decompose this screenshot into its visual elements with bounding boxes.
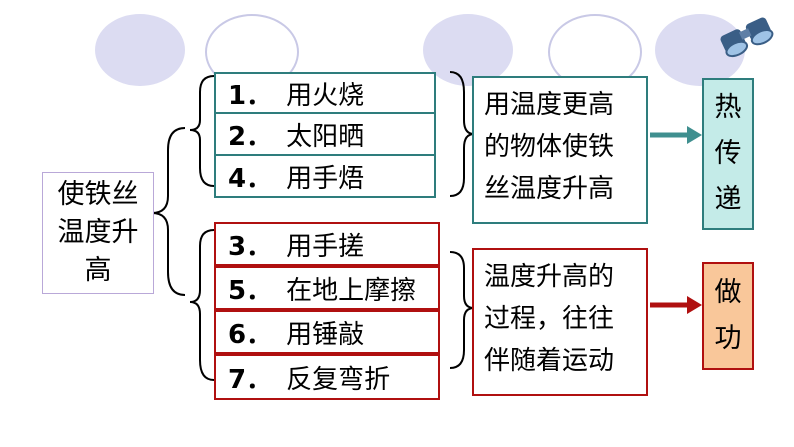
item-text: 用火烧 (286, 80, 365, 111)
heat-item-1: 1． 用火烧 (214, 72, 436, 114)
item-text: 在地上摩擦 (286, 275, 417, 306)
heat-description-box: 用温度更高 的物体使铁 丝温度升高 (472, 76, 648, 224)
heat-result-char-1: 热 (714, 92, 742, 123)
item-text: 太阳晒 (286, 121, 365, 152)
heat-arrowhead (687, 126, 702, 144)
heat-description-line-3: 丝温度升高 (484, 174, 615, 204)
work-item-2: 5． 在地上摩擦 (214, 266, 440, 310)
item-number: 7． (228, 364, 273, 395)
work-description-box: 温度升高的 过程，往往 伴随着运动 (472, 248, 648, 396)
work-left-brace (189, 229, 215, 381)
work-item-3: 6． 用锤敲 (214, 310, 440, 354)
root-brace (151, 127, 186, 296)
heat-item-3: 4． 用手焐 (214, 154, 436, 198)
item-text: 用手焐 (286, 163, 365, 194)
work-description-line-3: 伴随着运动 (484, 346, 615, 376)
work-result-char-1: 做 (714, 277, 742, 308)
heat-result-box: 热 传 递 (702, 78, 754, 230)
item-number: 2． (228, 121, 273, 152)
work-item-4: 7． 反复弯折 (214, 354, 440, 400)
heat-description-line-1: 用温度更高 (484, 90, 615, 120)
item-text: 反复弯折 (286, 364, 391, 395)
work-result-char-2: 功 (714, 323, 742, 354)
work-description-line-1: 温度升高的 (484, 262, 615, 292)
heat-right-brace (449, 71, 475, 197)
heat-description-line-2: 的物体使铁 (484, 132, 615, 162)
work-item-1: 3． 用手搓 (214, 222, 440, 266)
decor-ellipse-1 (95, 14, 185, 86)
item-number: 6． (228, 319, 273, 350)
item-number: 3． (228, 231, 273, 262)
root-line-1: 使铁丝 (57, 179, 139, 210)
item-number: 5． (228, 275, 273, 306)
work-arrowhead (687, 296, 702, 314)
heat-result-char-2: 传 (714, 138, 742, 169)
root-line-3: 高 (84, 255, 112, 286)
item-number: 4． (228, 163, 273, 194)
decor-ellipse-3 (423, 14, 513, 86)
work-result-box: 做 功 (702, 262, 754, 370)
work-right-brace (449, 251, 475, 369)
item-text: 用锤敲 (286, 319, 365, 350)
work-description-line-2: 过程，往往 (484, 304, 615, 334)
item-text: 用手搓 (286, 231, 365, 262)
heat-item-2: 2． 太阳晒 (214, 112, 436, 156)
heat-result-char-3: 递 (714, 184, 742, 215)
root-line-2: 温度升 (57, 217, 139, 248)
item-number: 1． (228, 80, 273, 111)
heat-left-brace (189, 75, 215, 187)
root-box: 使铁丝 温度升 高 (42, 172, 154, 294)
